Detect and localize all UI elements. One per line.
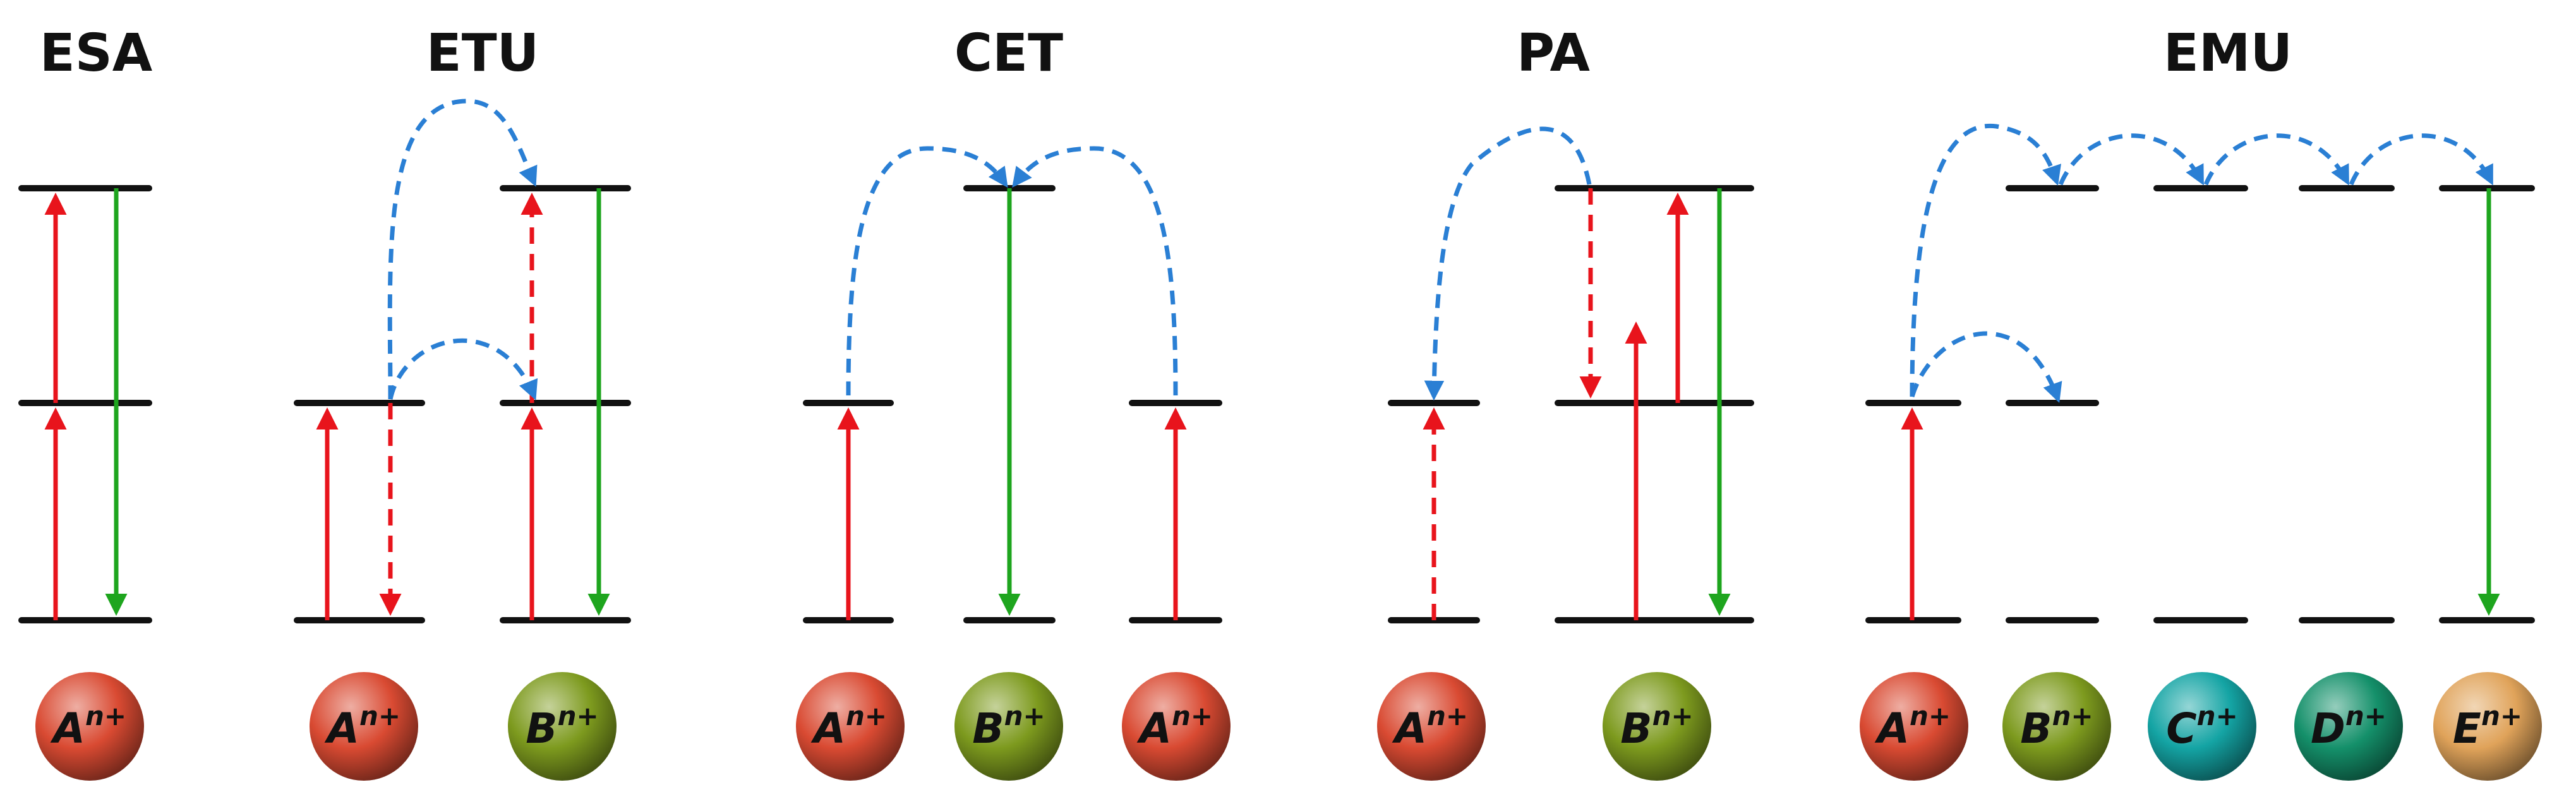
ion-esa-a: An+ (35, 672, 144, 781)
ion-sphere (2294, 672, 2403, 781)
energy-transfer-arrow (1424, 126, 1592, 401)
energy-transfer-arrow (2203, 133, 2350, 186)
energy-transfer-arrow (1910, 123, 2061, 397)
energy-transfer-arrow (1910, 331, 2062, 403)
transition-arrows (44, 99, 2500, 620)
energy-transfer-arrow (2349, 133, 2494, 186)
ion-label: An+ (324, 700, 400, 753)
ion-sphere (1377, 672, 1486, 781)
ion-sphere (508, 672, 617, 781)
ion-pa-a: An+ (1377, 672, 1486, 781)
ion-emu-e: En+ (2433, 672, 2542, 781)
ion-cet-a-right: An+ (1122, 672, 1231, 781)
ion-cet-b: Bn+ (954, 672, 1063, 781)
ion-sphere (35, 672, 144, 781)
ion-label: Bn+ (1620, 700, 1693, 753)
ion-label: An+ (50, 700, 126, 753)
ion-label: En+ (2453, 700, 2522, 753)
energy-levels (18, 185, 2541, 631)
ion-label: An+ (1136, 700, 1213, 753)
energy-transfer-arrow (388, 338, 538, 400)
ion-label: Bn+ (972, 700, 1045, 753)
ion-label: An+ (1392, 700, 1468, 753)
ion-sphere (2148, 672, 2256, 781)
ion-sphere (1122, 672, 1231, 781)
ion-spheres: An+ An+ Bn+ An+ Bn+ An+ An+ (35, 672, 2542, 781)
ion-emu-d: Dn+ (2294, 672, 2403, 781)
ion-emu-a: An+ (1860, 672, 1968, 781)
ion-cet-a-left: An+ (796, 672, 905, 781)
panel-title-pa: PA (1517, 23, 1591, 83)
ion-label: Bn+ (526, 700, 598, 753)
ion-sphere (1860, 672, 1968, 781)
panel-title-cet: CET (954, 23, 1063, 83)
panel-title-etu: ETU (426, 23, 539, 83)
ion-pa-b: Bn+ (1603, 672, 1711, 781)
ion-label: Bn+ (2020, 700, 2093, 753)
ion-label: An+ (810, 700, 887, 753)
energy-transfer-arrow (2058, 133, 2205, 186)
energy-transfer-arrow (1012, 146, 1178, 396)
ion-sphere (310, 672, 418, 781)
ion-label: Dn+ (2311, 700, 2386, 753)
ion-etu-b: Bn+ (508, 672, 617, 781)
ion-label: An+ (1874, 700, 1951, 753)
panel-title-emu: EMU (2164, 23, 2292, 83)
ion-emu-b: Bn+ (2002, 672, 2111, 781)
ion-sphere (2002, 672, 2111, 781)
ion-sphere (1603, 672, 1711, 781)
ion-sphere (954, 672, 1063, 781)
energy-transfer-arrow (387, 99, 538, 400)
ion-emu-c: Cn+ (2148, 672, 2256, 781)
ion-sphere (2433, 672, 2542, 781)
ion-label: Cn+ (2166, 700, 2238, 753)
energy-transfer-arrow (846, 146, 1008, 396)
ion-etu-a: An+ (310, 672, 418, 781)
ion-sphere (796, 672, 905, 781)
panel-title-esa: ESA (40, 23, 153, 83)
